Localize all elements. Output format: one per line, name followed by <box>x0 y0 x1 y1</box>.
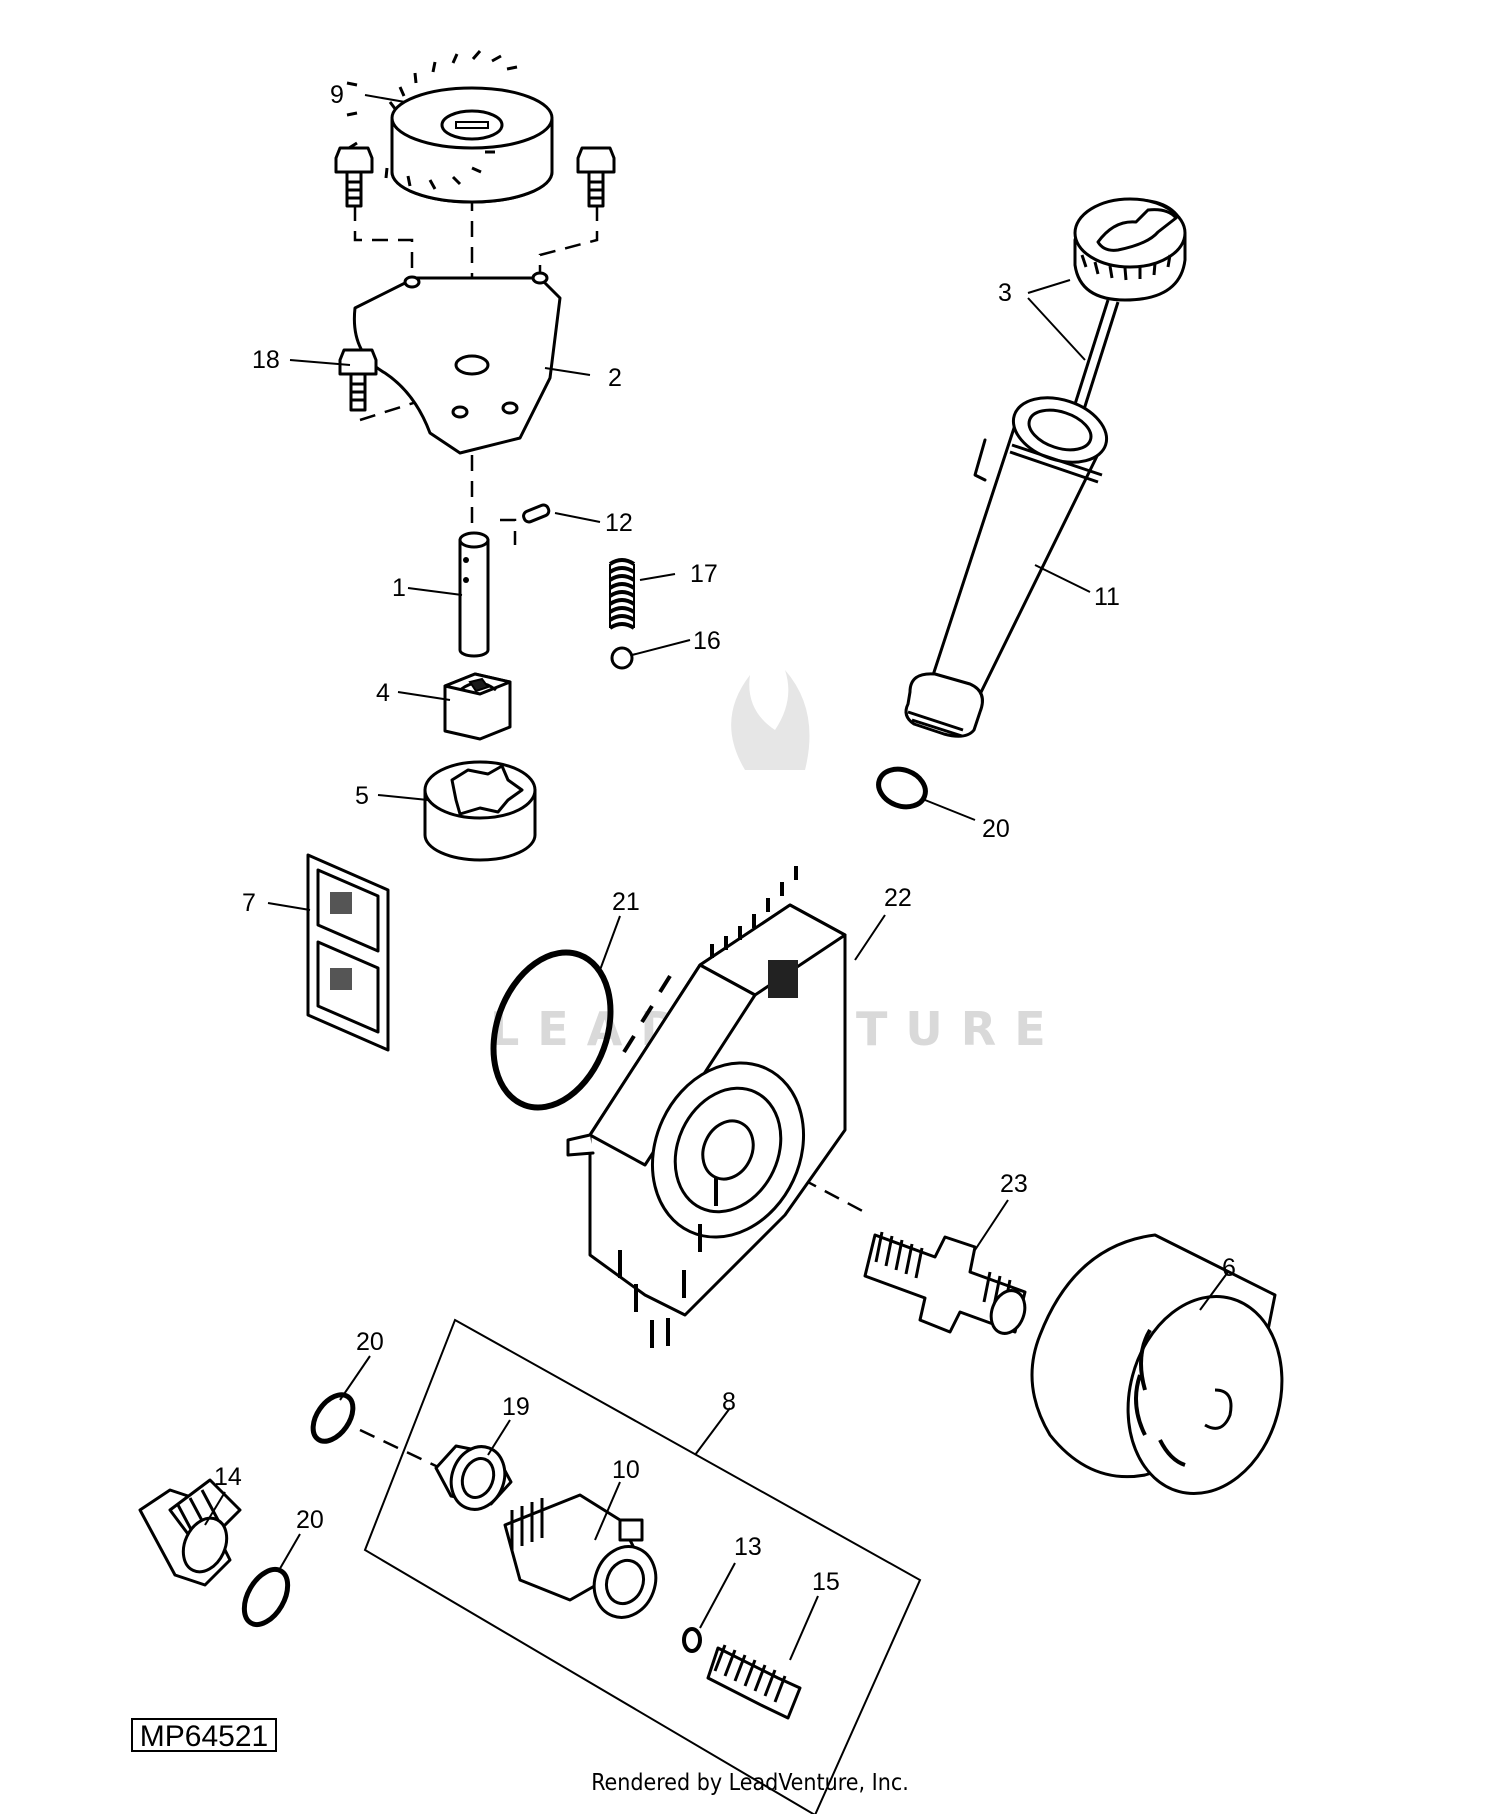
part-12-pin <box>522 503 551 524</box>
part-17-spring <box>608 558 636 630</box>
callout-13: 13 <box>734 1533 762 1561</box>
callout-20-tube: 20 <box>982 815 1010 843</box>
callout-10: 10 <box>612 1456 640 1484</box>
part-7-oil-screen <box>306 853 390 1052</box>
callout-21: 21 <box>612 888 640 916</box>
callout-1: 1 <box>392 574 406 602</box>
part-23-threaded-nipple <box>863 1231 1027 1335</box>
part-1-pump-shaft <box>458 531 490 658</box>
callout-15: 15 <box>812 1568 840 1596</box>
part-16-ball <box>610 646 634 670</box>
part-9-drive-gear <box>346 50 554 204</box>
part-5-outer-rotor <box>423 760 537 862</box>
part-4-inner-rotor <box>443 672 512 741</box>
part-8-valve-group-outline <box>363 1318 922 1814</box>
callout-18: 18 <box>252 346 280 374</box>
callout-11: 11 <box>1094 583 1120 611</box>
part-3-dipstick <box>1068 197 1187 423</box>
callout-17: 17 <box>690 560 718 588</box>
gear-cover-bolts <box>334 146 616 208</box>
callout-23: 23 <box>1000 1170 1028 1198</box>
callout-6: 6 <box>1222 1254 1236 1282</box>
callout-8: 8 <box>722 1388 736 1416</box>
callout-5: 5 <box>355 782 369 810</box>
callout-22: 22 <box>884 884 912 912</box>
callout-14: 14 <box>214 1463 242 1491</box>
part-6-oil-filter <box>1030 1233 1284 1496</box>
part-22-filter-adapter <box>566 866 847 1348</box>
part-18-bolt <box>338 348 378 412</box>
callout-2: 2 <box>608 364 622 392</box>
callout-3: 3 <box>998 279 1012 307</box>
callout-9: 9 <box>330 81 344 109</box>
callout-12: 12 <box>605 509 633 537</box>
leader-lines <box>204 94 1229 1661</box>
callout-labels: 9 3 2 18 1 12 17 16 11 4 5 7 20 21 22 23… <box>214 81 1236 1596</box>
callout-19: 19 <box>502 1393 530 1421</box>
part-14-drain-plug <box>138 1478 242 1587</box>
part-13-seal <box>682 1627 702 1653</box>
part-15-valve-plug <box>706 1644 802 1720</box>
o-rings <box>241 766 928 1627</box>
part-10-valve-body <box>503 1493 658 1619</box>
callout-16: 16 <box>693 627 721 655</box>
callout-20-upper: 20 <box>356 1328 384 1356</box>
figure-id-label: MP64521 <box>131 1718 277 1753</box>
callout-20-lower: 20 <box>296 1506 324 1534</box>
callout-7: 7 <box>242 889 256 917</box>
callout-4: 4 <box>376 679 390 707</box>
part-11-dipstick-tube <box>904 396 1109 738</box>
render-credit: Rendered by LeadVenture, Inc. <box>591 1770 909 1796</box>
part-19-nut <box>434 1444 513 1511</box>
part-2-pump-cover <box>352 271 562 455</box>
